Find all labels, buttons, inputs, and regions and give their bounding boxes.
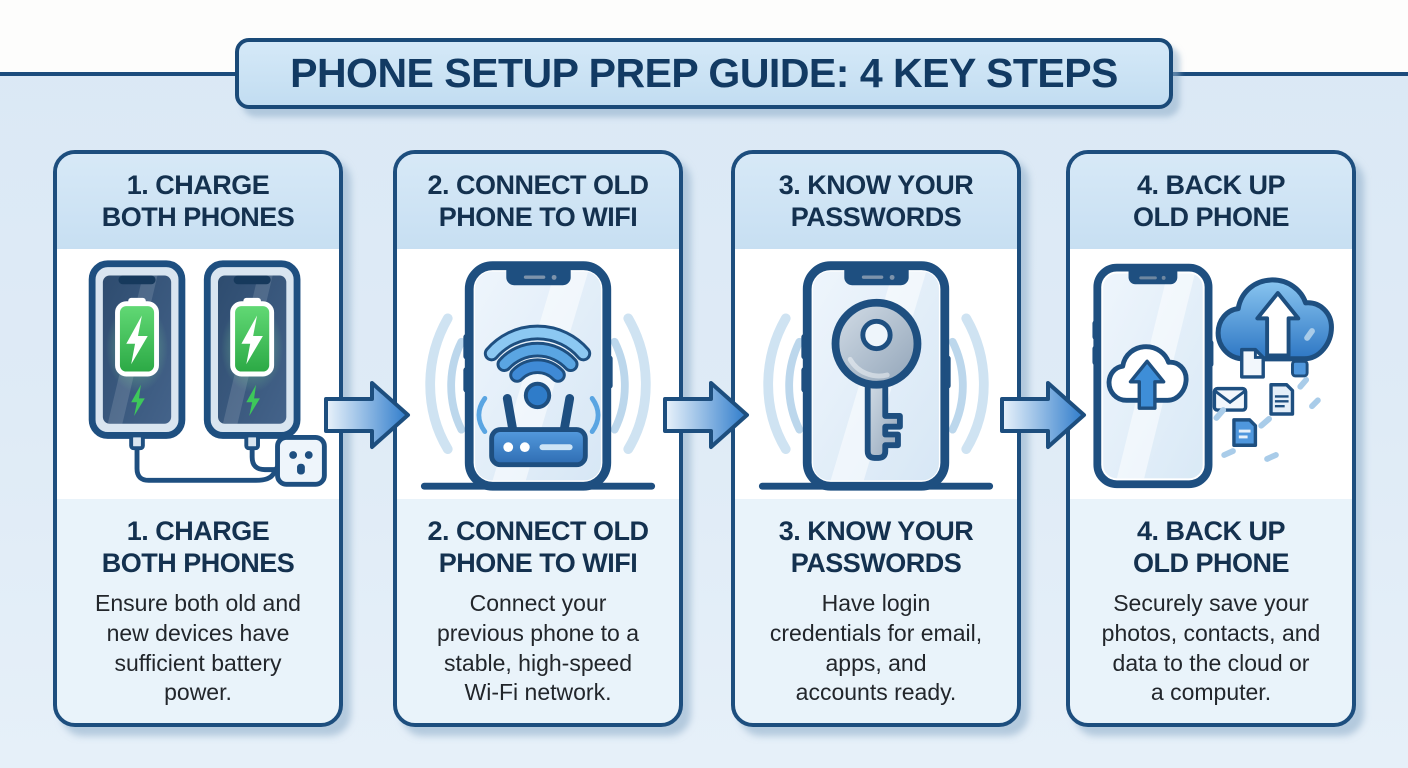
step-4-body-title: 4. BACK UP OLD PHONE: [1132, 516, 1290, 578]
step-3-description: Have login credentials for email, apps, …: [769, 589, 983, 706]
step-2-header-title: 2. CONNECT OLD PHONE TO WIFI: [427, 169, 649, 232]
step-1-body-title: 1. CHARGE BOTH PHONES: [101, 516, 295, 578]
step-3-body-title: 3. KNOW YOUR PASSWORDS: [778, 516, 974, 578]
step-2-description: Connect your previous phone to a stable,…: [436, 589, 640, 706]
step-2-header: 2. CONNECT OLD PHONE TO WIFI: [397, 154, 679, 249]
step-1-illustration: [57, 249, 339, 499]
step-1-header: 1. CHARGE BOTH PHONES: [57, 154, 339, 249]
step-4-header: 4. BACK UP OLD PHONE: [1070, 154, 1352, 249]
step-4-body: 4. BACK UP OLD PHONE Securely save your …: [1070, 499, 1352, 708]
two-phones-charging-icon: [88, 260, 327, 487]
phone-wifi-router-icon: [420, 261, 656, 491]
step-3-header: 3. KNOW YOUR PASSWORDS: [735, 154, 1017, 249]
step-4-illustration: [1070, 249, 1352, 499]
step-3-header-title: 3. KNOW YOUR PASSWORDS: [778, 169, 974, 232]
step-card-2: 2. CONNECT OLD PHONE TO WIFI: [393, 150, 683, 727]
step-3-body: 3. KNOW YOUR PASSWORDS Have login creden…: [735, 499, 1017, 708]
step-3-illustration: [735, 249, 1017, 499]
step-1-description: Ensure both old and new devices have suf…: [95, 589, 301, 706]
step-2-body-title: 2. CONNECT OLD PHONE TO WIFI: [427, 516, 649, 578]
phone-password-key-icon: [758, 261, 994, 491]
step-arrow-1-icon: [324, 381, 410, 449]
title-banner: PHONE SETUP PREP GUIDE: 4 KEY STEPS: [235, 38, 1173, 109]
step-2-body: 2. CONNECT OLD PHONE TO WIFI Connect you…: [397, 499, 679, 708]
page-title: PHONE SETUP PREP GUIDE: 4 KEY STEPS: [290, 50, 1118, 96]
step-4-header-title: 4. BACK UP OLD PHONE: [1132, 169, 1290, 232]
step-1-header-title: 1. CHARGE BOTH PHONES: [101, 169, 295, 232]
step-card-4: 4. BACK UP OLD PHONE: [1066, 150, 1356, 727]
step-2-illustration: [397, 249, 679, 499]
step-1-body: 1. CHARGE BOTH PHONES Ensure both old an…: [57, 499, 339, 708]
step-arrow-3-icon: [1000, 381, 1086, 449]
step-4-description: Securely save your photos, contacts, and…: [1101, 589, 1321, 706]
step-card-1: 1. CHARGE BOTH PHONES: [53, 150, 343, 727]
step-card-3: 3. KNOW YOUR PASSWORDS: [731, 150, 1021, 727]
step-arrow-2-icon: [663, 381, 749, 449]
phone-cloud-backup-icon: [1092, 263, 1334, 489]
